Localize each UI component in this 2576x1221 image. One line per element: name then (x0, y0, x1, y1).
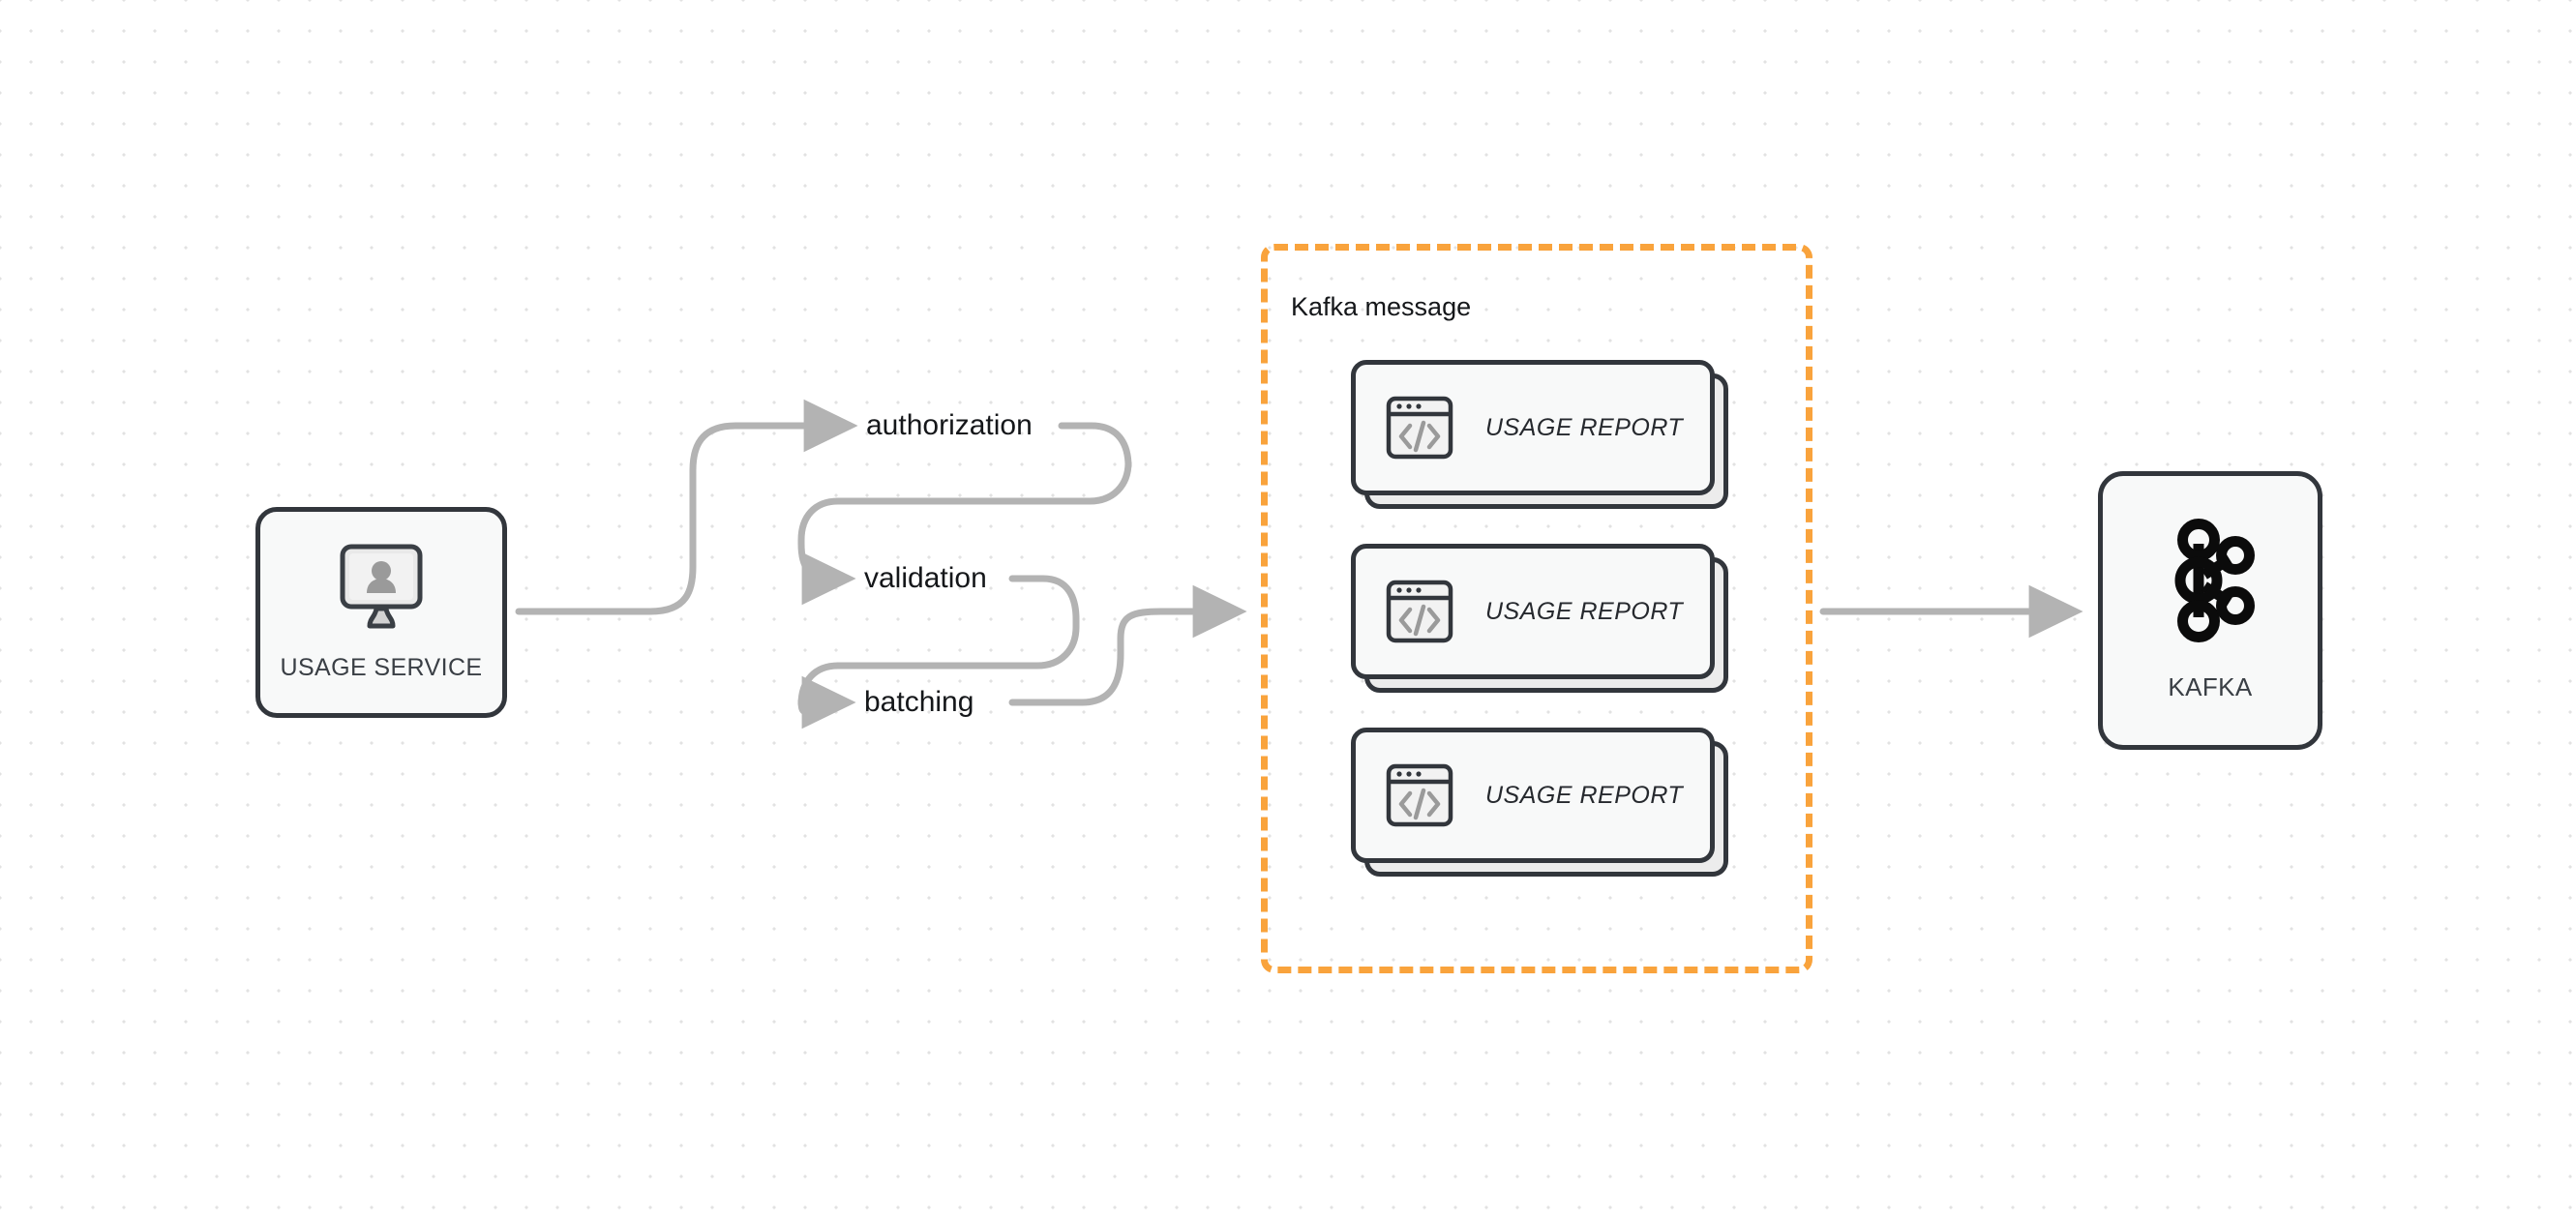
node-usage-service-label: USAGE SERVICE (280, 654, 483, 681)
pipeline-step-authorization[interactable]: authorization (866, 409, 1033, 441)
usage-report-card-label: USAGE REPORT (1485, 413, 1684, 441)
usage-report-card-label: USAGE REPORT (1485, 597, 1684, 625)
code-window-icon (1385, 760, 1454, 830)
usage-report-card-label: USAGE REPORT (1485, 781, 1684, 809)
node-kafka-label: KAFKA (2168, 672, 2253, 701)
usage-report-card[interactable]: USAGE REPORT (1351, 360, 1728, 509)
card-front: USAGE REPORT (1351, 728, 1715, 863)
node-kafka[interactable]: KAFKA (2098, 471, 2322, 750)
pipeline-step-validation[interactable]: validation (864, 562, 987, 594)
connector-authorization-to-validation (797, 422, 1132, 606)
card-front: USAGE REPORT (1351, 360, 1715, 495)
connector-batching-to-kafka-message (1008, 584, 1247, 706)
code-window-icon (1385, 393, 1454, 462)
code-window-icon (1385, 577, 1454, 646)
card-front: USAGE REPORT (1351, 544, 1715, 679)
pipeline-step-batching[interactable]: batching (864, 686, 974, 718)
monitor-user-icon (335, 543, 428, 637)
kafka-message-group[interactable] (1261, 244, 1812, 973)
kafka-message-group-title: Kafka message (1291, 292, 1472, 321)
usage-report-card[interactable]: USAGE REPORT (1351, 728, 1728, 877)
kafka-logo-icon (2160, 519, 2261, 647)
connector-service-to-authorization (515, 399, 858, 615)
node-usage-service[interactable]: USAGE SERVICE (255, 507, 507, 718)
usage-report-card[interactable]: USAGE REPORT (1351, 544, 1728, 693)
